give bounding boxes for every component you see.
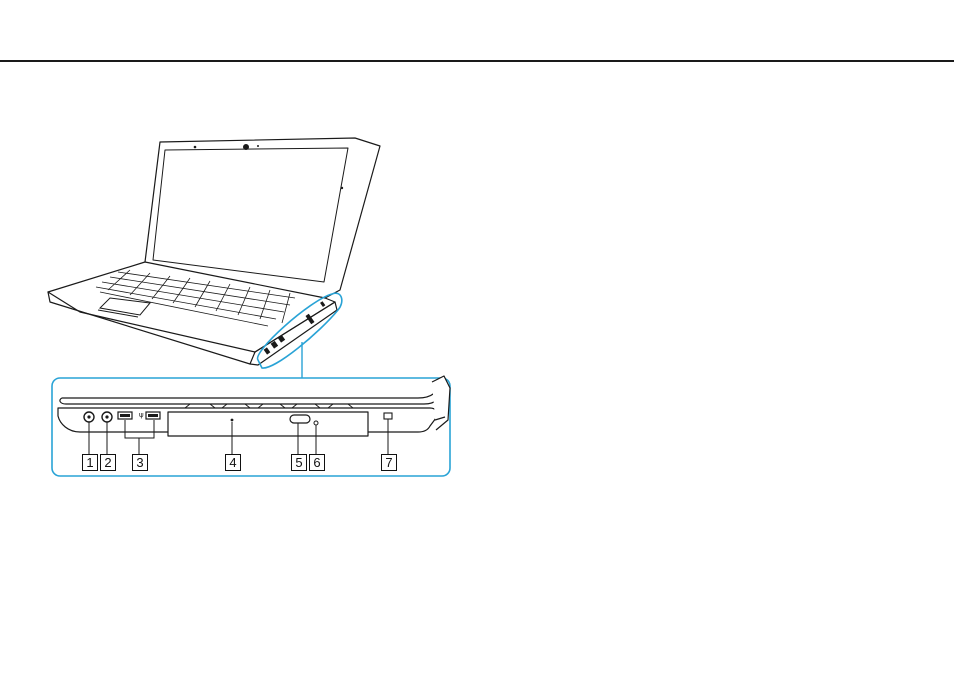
laptop-right-side-figure: ψ 1 2 3 4 5 6 7	[40, 120, 470, 490]
drive-indicator	[231, 419, 234, 422]
callout-2: 2	[100, 454, 116, 471]
manual-eject-hole	[314, 421, 318, 425]
callout-7: 7	[381, 454, 397, 471]
usb-icon: ψ	[139, 411, 144, 419]
callout-5: 5	[291, 454, 307, 471]
laptop-illustration: ψ	[40, 120, 470, 490]
callout-4: 4	[225, 454, 241, 471]
callout-6: 6	[309, 454, 325, 471]
header-rule	[0, 60, 954, 62]
webcam-icon	[243, 144, 249, 150]
security-slot	[384, 413, 392, 419]
optical-disc-drive	[168, 412, 368, 436]
callout-3: 3	[132, 454, 148, 471]
side-view-lid	[60, 382, 444, 404]
eject-button	[290, 415, 310, 423]
callout-1: 1	[82, 454, 98, 471]
